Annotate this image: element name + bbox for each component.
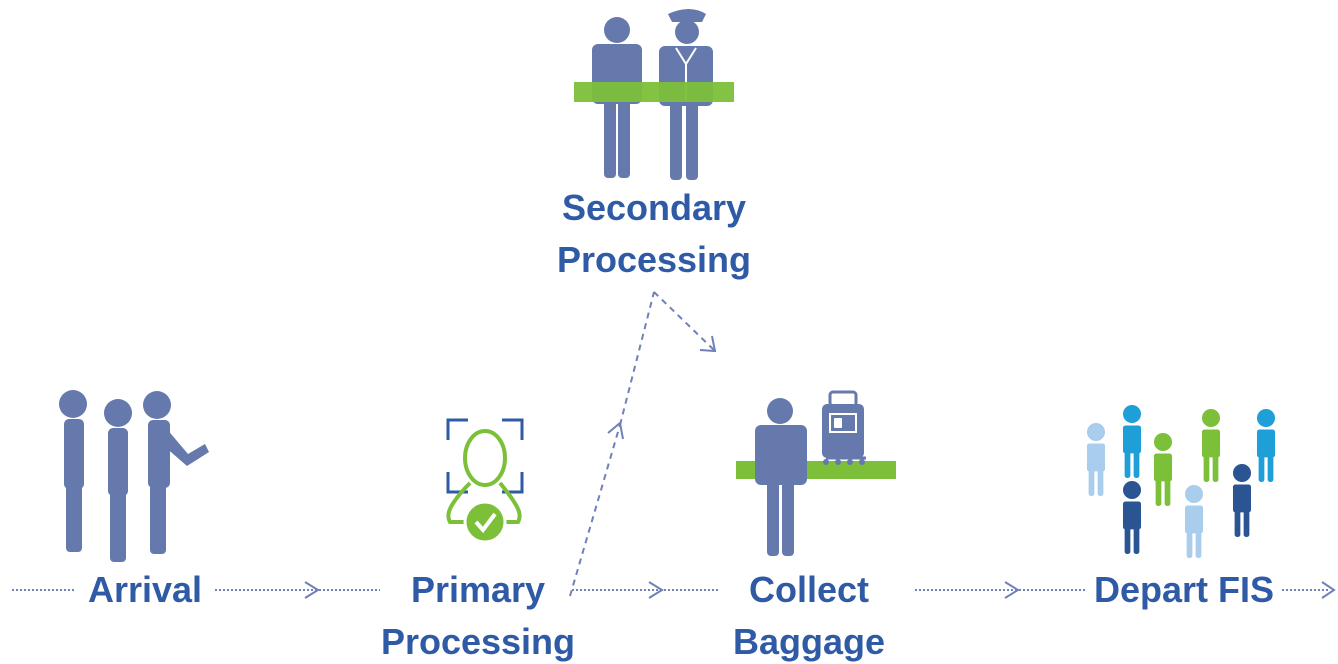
- arrow-head-icon: [607, 421, 624, 440]
- connector-primary-secondary: [569, 424, 621, 597]
- connector-primary-secondary-upper: [619, 291, 655, 426]
- flow-connectors: [12, 291, 1336, 599]
- arrival-label: Arrival: [87, 569, 203, 610]
- depart-fis-label: Depart FIS: [1093, 569, 1275, 610]
- arrival-people-icon: [59, 390, 209, 562]
- secondary-processing-label: Secondary Processing: [540, 182, 768, 286]
- primary-label-line2: Processing: [380, 621, 576, 662]
- secondary-label-line2: Processing: [556, 239, 752, 280]
- arrow-head-icon: [1004, 581, 1020, 599]
- secondary-inspection-icon: [574, 9, 734, 180]
- collect-baggage-label: Collect Baggage: [718, 564, 900, 664]
- arrow-head-icon: [1321, 581, 1336, 599]
- primary-label-line1: Primary: [410, 569, 546, 610]
- collect-label-line1: Collect: [748, 569, 870, 610]
- luggage-icon: [822, 390, 866, 465]
- secondary-label-line1: Secondary: [561, 187, 747, 228]
- collect-label-line2: Baggage: [732, 621, 886, 662]
- primary-processing-label: Primary Processing: [370, 564, 586, 664]
- arrow-head-icon: [648, 581, 664, 599]
- baggage-claim-icon: [736, 390, 896, 556]
- depart-crowd-icon: [1086, 404, 1276, 558]
- inspection-counter: [574, 82, 734, 102]
- face-scan-icon: [446, 418, 524, 544]
- arrow-head-icon: [304, 581, 320, 599]
- connector-secondary-collect: [653, 291, 715, 351]
- arrow-head-icon: [699, 335, 717, 353]
